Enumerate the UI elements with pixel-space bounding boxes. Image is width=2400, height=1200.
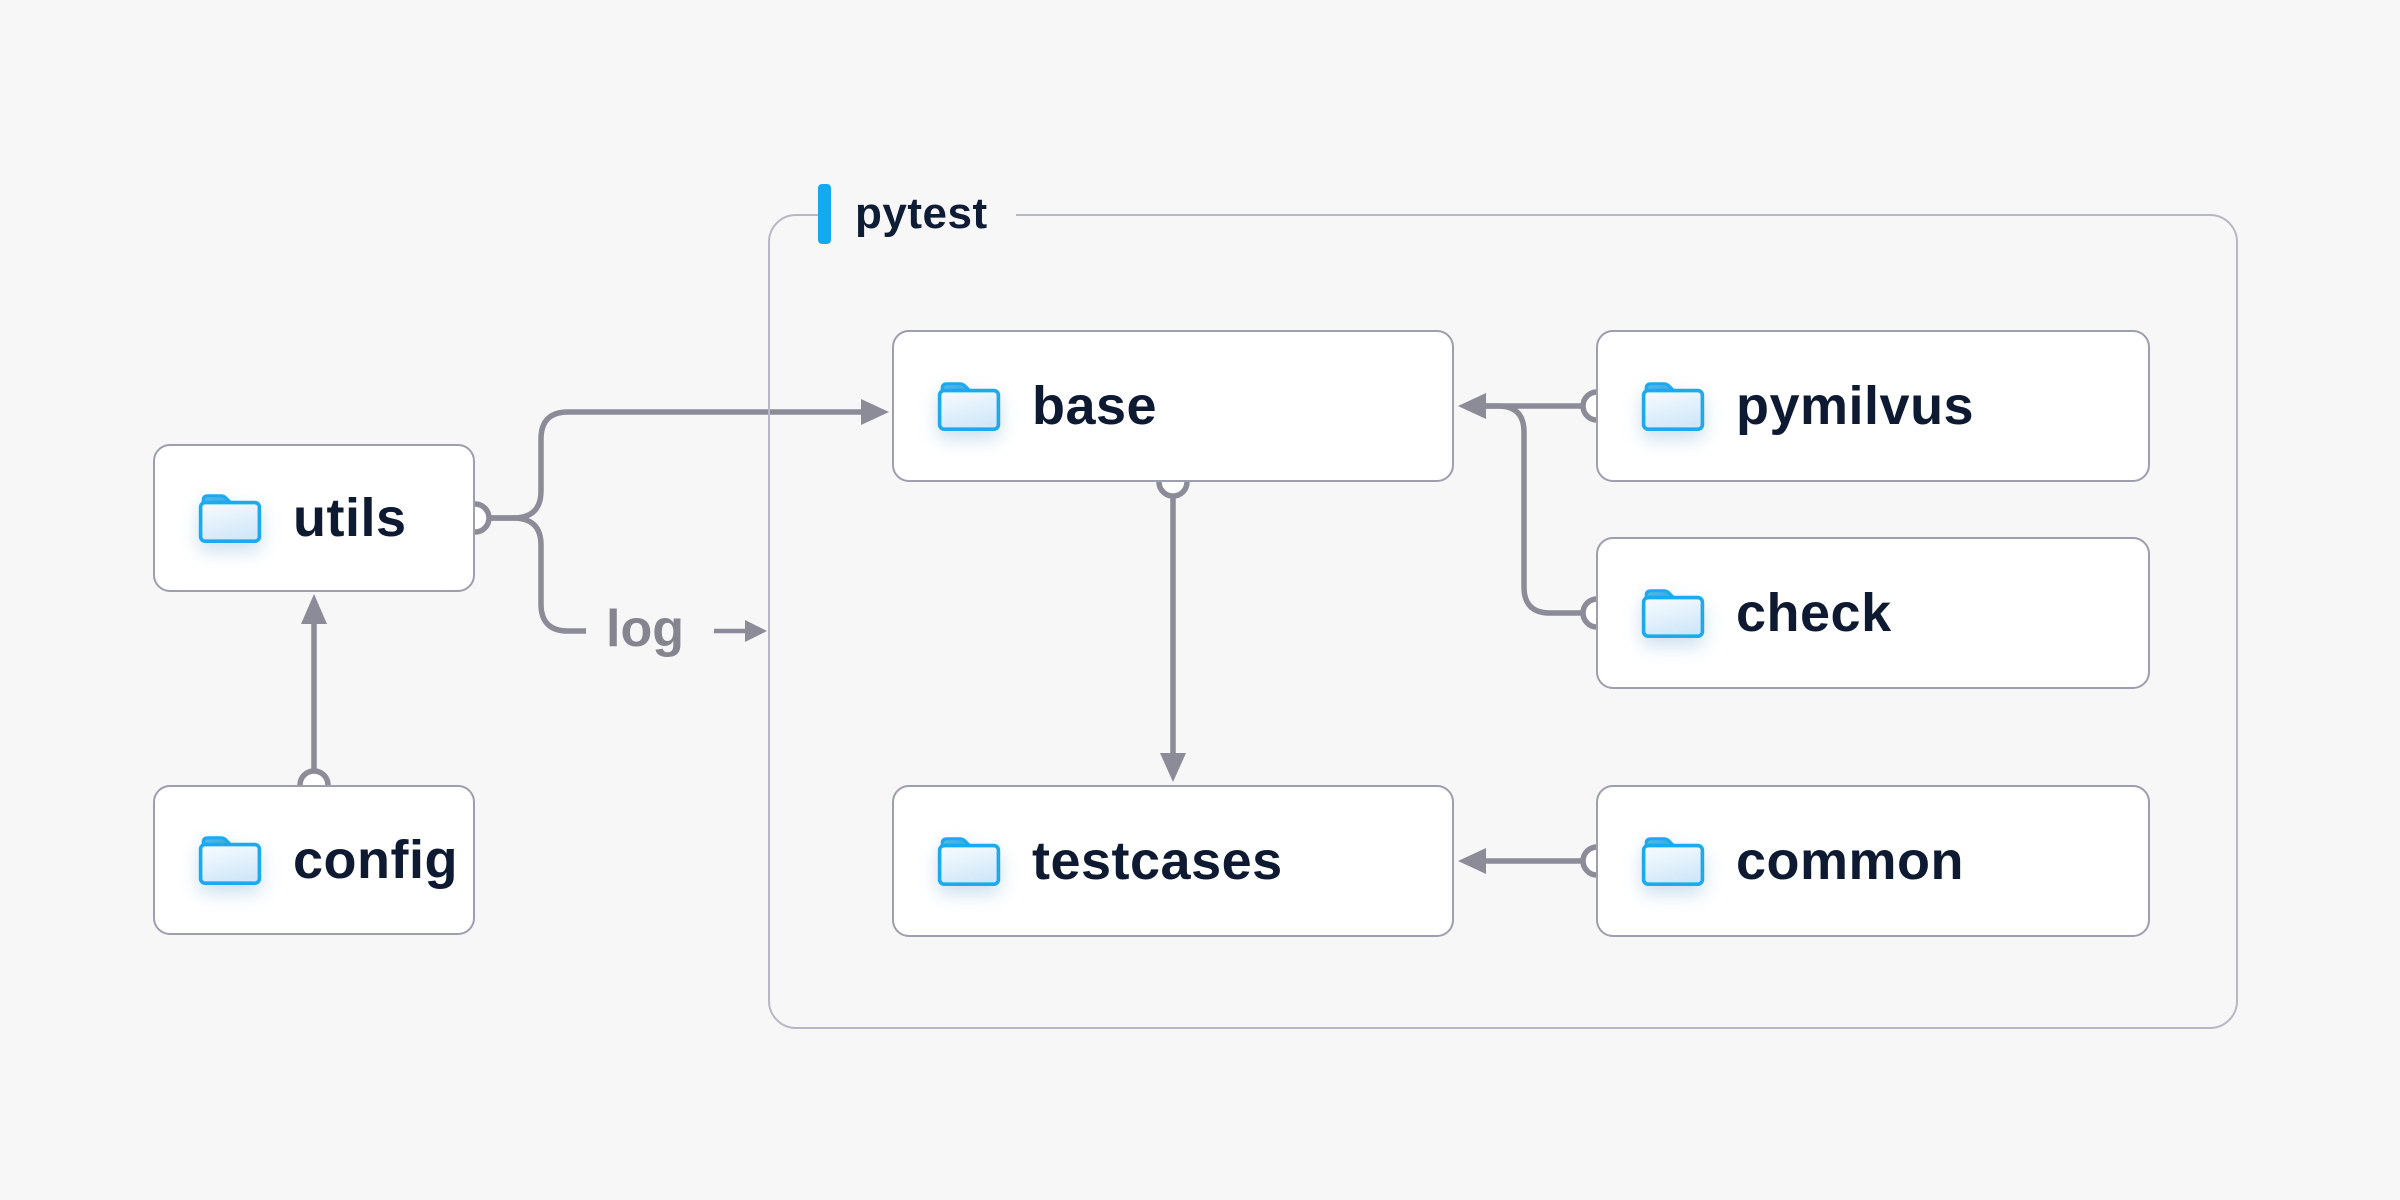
- folder-icon: [198, 836, 262, 886]
- node-label: base: [1032, 376, 1158, 436]
- folder-icon: [1641, 589, 1705, 639]
- node-label: check: [1736, 583, 1892, 643]
- node-label: common: [1736, 831, 1965, 891]
- folder-node-base: base: [892, 330, 1454, 482]
- folder-node-common: common: [1596, 785, 2150, 937]
- folder-node-pymilvus: pymilvus: [1596, 330, 2150, 482]
- blue-accent-bar: [818, 184, 831, 244]
- folder-icon: [198, 494, 262, 544]
- folder-icon: [1641, 382, 1705, 432]
- folder-icon: [937, 382, 1001, 432]
- folder-node-config: config: [153, 785, 475, 935]
- node-label: testcases: [1032, 831, 1283, 891]
- edge-config-to-utils: [301, 594, 327, 769]
- pytest-group-label: pytest: [818, 178, 1016, 250]
- folder-icon: [1641, 837, 1705, 887]
- pytest-group-frame: [768, 214, 2238, 1029]
- folder-icon: [937, 837, 1001, 887]
- folder-node-utils: utils: [153, 444, 475, 592]
- folder-node-testcases: testcases: [892, 785, 1454, 937]
- log-edge-label: log: [606, 599, 684, 658]
- node-label: config: [293, 830, 458, 890]
- pytest-group-label-text: pytest: [855, 189, 988, 238]
- folder-node-check: check: [1596, 537, 2150, 689]
- node-label: utils: [293, 488, 407, 548]
- node-label: pymilvus: [1736, 376, 1975, 436]
